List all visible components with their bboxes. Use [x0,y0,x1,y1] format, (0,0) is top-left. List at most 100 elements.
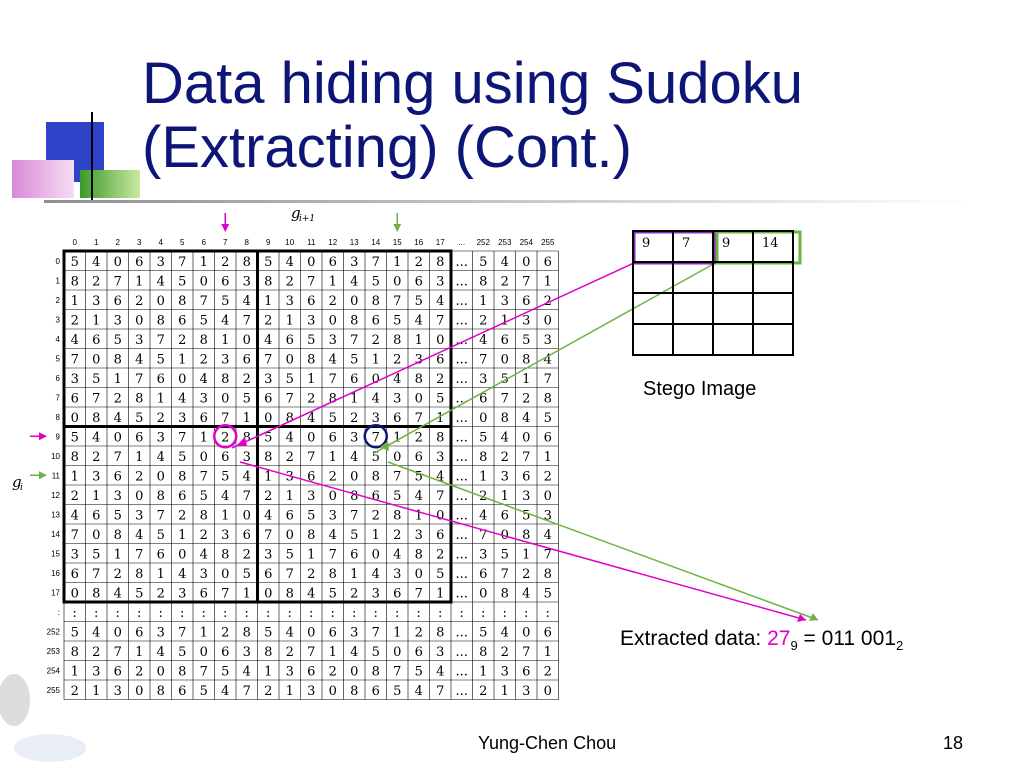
matrix-cell-value: 3 [114,684,122,699]
matrix-cell-value: : [137,606,141,621]
matrix-cell-value: 7 [243,684,251,699]
matrix-cell-value: 2 [243,372,251,387]
row-header-label: 1 [56,276,61,285]
matrix-cell-value: 8 [71,645,79,660]
matrix-cell-value: ... [456,352,468,367]
matrix-cell-value: 2 [135,294,143,309]
matrix-cell-value: 0 [178,547,186,562]
column-header-label: 2 [116,238,121,247]
matrix-cell-value: 4 [522,411,530,426]
matrix-cell-value: 1 [501,313,509,328]
matrix-cell-value: 8 [479,645,487,660]
matrix-cell-value: 3 [436,645,444,660]
matrix-cell-value: 5 [372,274,380,289]
matrix-cell-value: 5 [415,469,423,484]
matrix-cell-value: 0 [243,333,251,348]
matrix-cell-value: 5 [264,255,272,270]
extracted-value-base: 9 [790,638,798,654]
matrix-cell-value: : [503,606,507,621]
matrix-cell-value: 8 [479,450,487,465]
matrix-cell-value: 8 [522,528,530,543]
matrix-cell-value: 6 [436,352,444,367]
matrix-cell-value: 6 [92,508,100,523]
matrix-cell-value: 1 [307,372,315,387]
matrix-cell-value: 3 [501,294,509,309]
matrix-cell-value: 8 [200,333,208,348]
matrix-cell-value: 7 [307,645,315,660]
matrix-cell-value: 0 [114,625,122,640]
matrix-cell-value: 5 [307,508,315,523]
stego-cell [632,261,674,294]
matrix-cell-value: 4 [221,313,229,328]
column-header-label: 252 [477,238,491,247]
matrix-cell-value: 2 [286,274,294,289]
matrix-cell-value: 7 [286,391,294,406]
matrix-cell-value: 6 [307,664,315,679]
matrix-cell-value: 0 [544,489,552,504]
matrix-cell-value: 1 [350,567,358,582]
matrix-cell-value: 7 [307,274,315,289]
matrix-cell-value: 4 [157,450,165,465]
matrix-cell-value: 5 [200,684,208,699]
matrix-cell-value: 4 [221,684,229,699]
matrix-cell-value: 4 [329,528,337,543]
row-header-label: 15 [51,549,60,558]
matrix-cell-value: 0 [286,352,294,367]
matrix-cell-value: 4 [200,372,208,387]
matrix-cell-value: 7 [157,508,165,523]
title-line-2: (Extracting) (Cont.) [142,115,632,180]
matrix-cell-value: 6 [71,391,79,406]
matrix-cell-value: 0 [221,567,229,582]
matrix-cell-value: : [374,606,378,621]
matrix-cell-value: 3 [135,333,143,348]
matrix-cell-value: 2 [372,508,380,523]
matrix-cell-value: 8 [436,430,444,445]
stego-cell: 14 [752,230,794,263]
matrix-cell-value: 4 [178,391,186,406]
matrix-cell-value: 1 [178,528,186,543]
row-header-label: 17 [51,588,60,597]
matrix-cell-value: 0 [436,508,444,523]
matrix-cell-value: 5 [350,352,358,367]
matrix-cell-value: 1 [264,469,272,484]
column-header-label: 11 [307,238,316,247]
matrix-cell-value: 5 [178,645,186,660]
matrix-cell-value: 4 [350,645,358,660]
connector-green-result [387,461,819,621]
matrix-cell-value: 8 [436,625,444,640]
matrix-cell-value: 6 [501,333,509,348]
matrix-cell-value: 7 [92,391,100,406]
matrix-cell-value: 2 [71,313,79,328]
matrix-cell-value: 2 [544,664,552,679]
stego-cell: 7 [672,230,714,263]
row-header-label: 5 [56,354,61,363]
column-header-label: 16 [414,238,423,247]
matrix-cell-value: 2 [264,489,272,504]
matrix-cell-value: 8 [436,255,444,270]
matrix-cell-value: ... [456,430,468,445]
matrix-cell-value: 3 [350,430,358,445]
matrix-cell-value: 3 [221,528,229,543]
matrix-cell-value: ... [456,625,468,640]
matrix-cell-value: 4 [264,508,272,523]
matrix-cell-value: 3 [372,411,380,426]
matrix-cell-value: 2 [329,664,337,679]
matrix-cell-value: 0 [372,372,380,387]
matrix-cell-value: 4 [157,645,165,660]
matrix-cell-value: 2 [544,469,552,484]
matrix-cell-value: 3 [243,645,251,660]
matrix-cell-value: 0 [307,430,315,445]
matrix-cell-value: : [159,606,163,621]
logo-fragment-shadow [14,734,86,762]
matrix-cell-value: 7 [522,274,530,289]
matrix-cell-value: 3 [307,313,315,328]
matrix-cell-value: 3 [92,664,100,679]
matrix-cell-value: ... [456,469,468,484]
matrix-cell-value: 6 [200,586,208,601]
matrix-cell-value: 0 [393,645,401,660]
matrix-cell-value: 3 [92,469,100,484]
matrix-cell-value: 1 [178,352,186,367]
matrix-cell-value: : [460,606,464,621]
matrix-cell-value: 5 [92,547,100,562]
matrix-cell-value: 2 [415,255,423,270]
